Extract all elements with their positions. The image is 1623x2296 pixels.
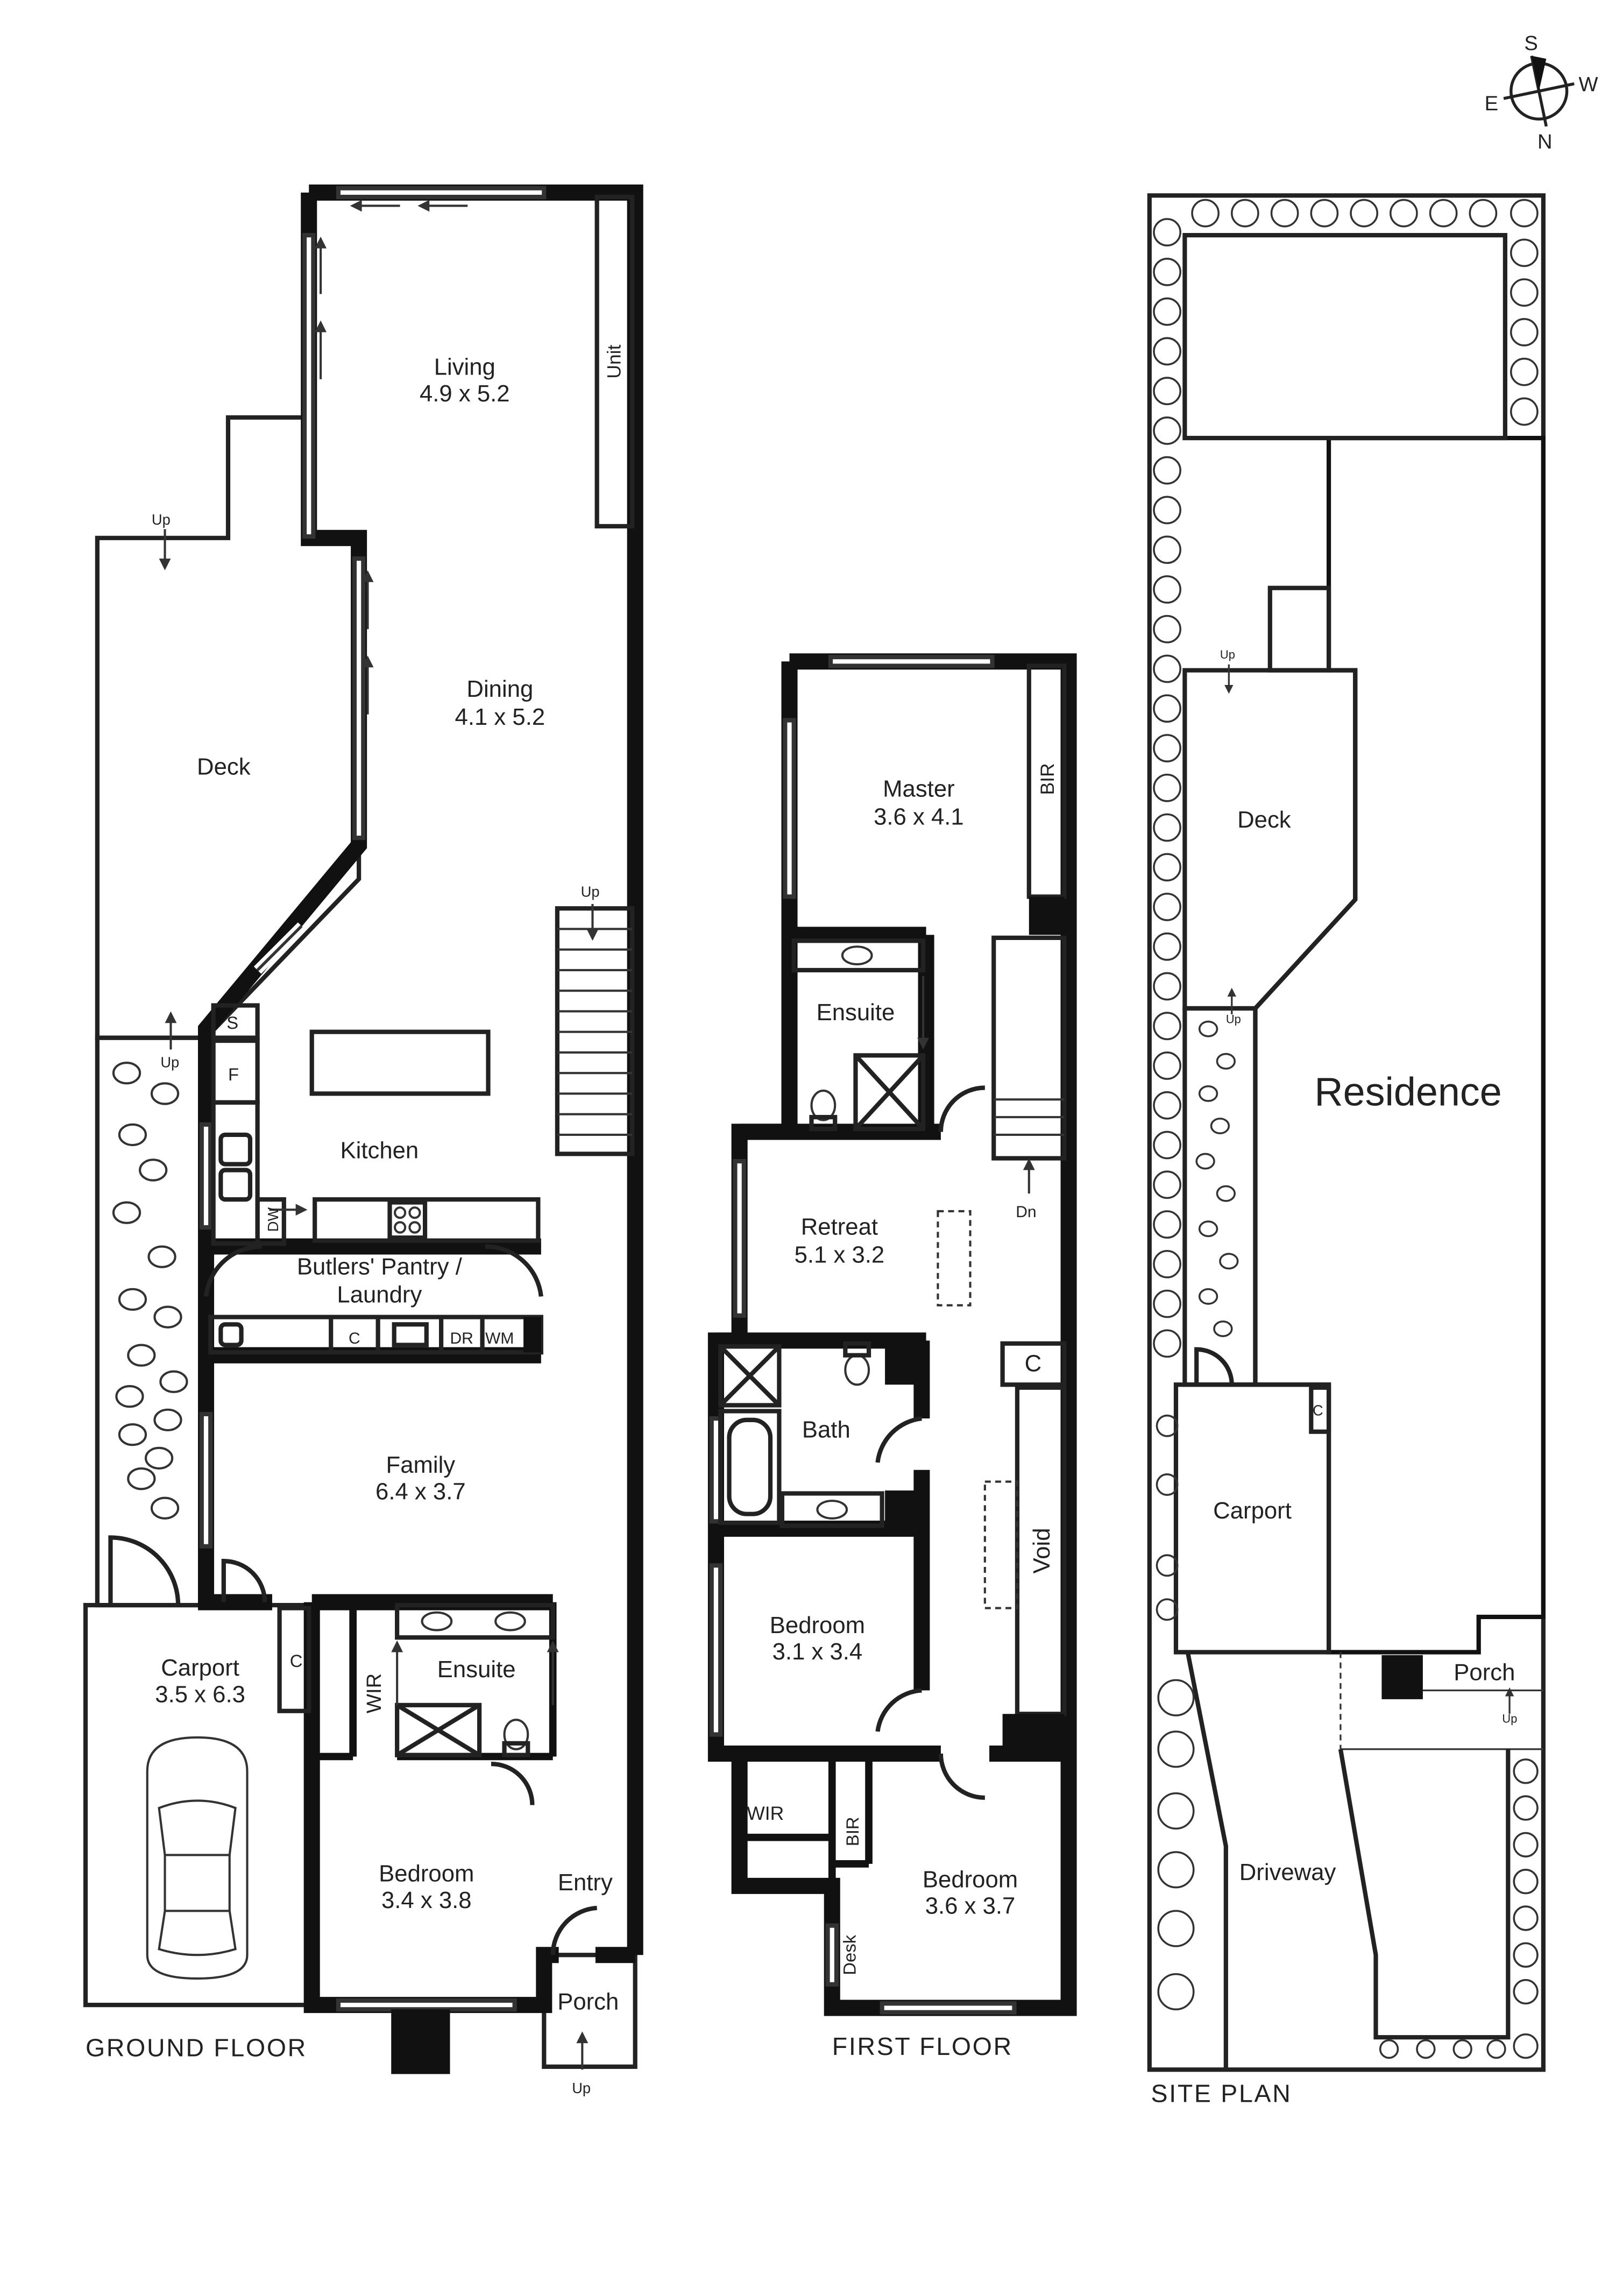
living-label: Living <box>434 354 495 380</box>
up-label-garden: Up <box>160 1054 179 1070</box>
bedroom2-label: Bedroom <box>923 1867 1018 1893</box>
fixture-c2: C <box>290 1651 303 1671</box>
fixture-f: F <box>228 1064 239 1084</box>
unit-label: Unit <box>603 344 625 378</box>
entry-label: Entry <box>558 1869 613 1896</box>
site-plan-title: SITE PLAN <box>1151 2079 1292 2107</box>
site-cupboard-label: C <box>1313 1402 1323 1419</box>
retreat-dims: 5.1 x 3.2 <box>795 1242 885 1268</box>
up-label-deck: Up <box>152 511 171 528</box>
garden-stones <box>112 1062 188 1520</box>
up-label-stairs: Up <box>581 883 600 900</box>
dn-label: Dn <box>1016 1203 1036 1221</box>
driveway-label: Driveway <box>1239 1859 1336 1885</box>
compass-n: N <box>1537 130 1553 153</box>
ff-wir-label: WIR <box>747 1803 784 1824</box>
ground-floor-plan: Living 4.9 x 5.2 Unit Dining 4.1 x 5.2 D… <box>83 184 643 2096</box>
pantry-label-2: Laundry <box>337 1281 422 1308</box>
first-floor-title: FIRST FLOOR <box>832 2032 1013 2060</box>
pantry-label-1: Butlers' Pantry / <box>297 1253 463 1280</box>
fixture-c: C <box>349 1330 360 1347</box>
bedroom2-dims: 3.6 x 3.7 <box>925 1893 1016 1919</box>
kitchen-label: Kitchen <box>341 1138 419 1164</box>
fixture-dr: DR <box>450 1330 473 1347</box>
compass-e: E <box>1485 92 1499 115</box>
carport-dims: 3.5 x 6.3 <box>155 1681 245 1707</box>
shrub-icons <box>1153 199 1539 2059</box>
dining-dims: 4.1 x 5.2 <box>455 704 545 730</box>
site-plan: Residence Deck Carport C Porch Driveway … <box>1147 193 1546 2107</box>
residence-label: Residence <box>1314 1069 1501 1114</box>
master-bir-label: BIR <box>1037 763 1058 795</box>
bedroom-dims: 3.4 x 3.8 <box>381 1887 472 1913</box>
car-icon <box>146 1736 249 1980</box>
site-up-label-porch: Up <box>1502 1712 1517 1726</box>
retreat-label: Retreat <box>801 1214 878 1240</box>
compass-s: S <box>1524 32 1538 55</box>
deck-label: Deck <box>197 754 251 780</box>
void-label: Void <box>1029 1528 1055 1573</box>
compass-w: W <box>1578 73 1598 96</box>
cooktop-icon <box>387 1200 428 1240</box>
fixture-wm: WM <box>485 1330 514 1347</box>
desk-label: Desk <box>839 1934 859 1975</box>
site-deck-label: Deck <box>1237 807 1291 833</box>
fixture-s: S <box>226 1013 238 1033</box>
site-carport-label: Carport <box>1213 1497 1292 1524</box>
bedroom-label: Bedroom <box>379 1861 474 1887</box>
site-up-label-deck: Up <box>1220 648 1235 661</box>
site-porch-label: Porch <box>1454 1659 1515 1685</box>
family-label: Family <box>386 1452 456 1478</box>
living-dims: 4.9 x 5.2 <box>420 380 510 407</box>
bedroom1-dims: 3.1 x 3.4 <box>772 1638 863 1665</box>
up-label-porch: Up <box>572 2080 591 2096</box>
bedroom1-label: Bedroom <box>770 1612 865 1638</box>
ff-cupboard-label: C <box>1025 1351 1042 1377</box>
compass-icon: S W E N <box>1485 32 1598 153</box>
ff-bir-label: BIR <box>842 1817 862 1846</box>
master-dims: 3.6 x 4.1 <box>874 804 964 830</box>
carport-label: Carport <box>161 1655 239 1681</box>
family-dims: 6.4 x 3.7 <box>375 1478 466 1504</box>
ff-ensuite-label: Ensuite <box>817 999 895 1026</box>
fixture-dw: DW <box>265 1207 281 1232</box>
site-up-label-garden: Up <box>1226 1012 1241 1026</box>
first-floor-plan: Master 3.6 x 4.1 BIR Ensuite Retreat 5.1… <box>707 653 1077 2060</box>
dining-label: Dining <box>466 676 533 702</box>
master-label: Master <box>883 776 955 802</box>
wir-label: WIR <box>363 1673 386 1713</box>
porch-label: Porch <box>557 1988 619 2015</box>
ensuite-label: Ensuite <box>437 1656 516 1683</box>
bath-label: Bath <box>802 1417 851 1443</box>
ground-floor-title: GROUND FLOOR <box>86 2034 307 2062</box>
